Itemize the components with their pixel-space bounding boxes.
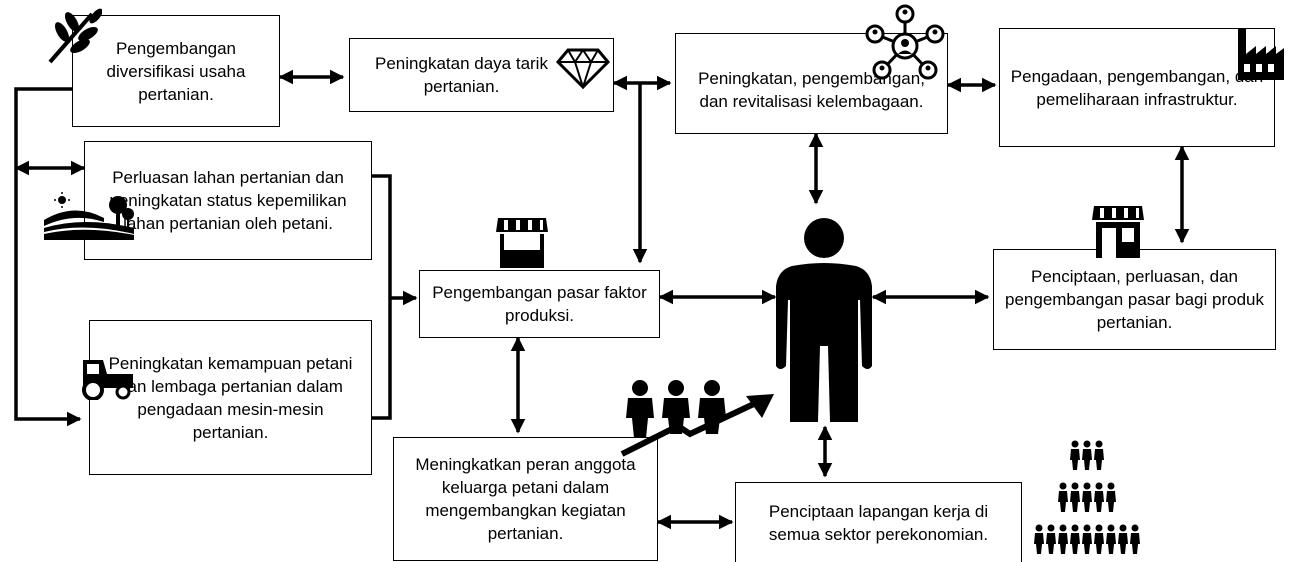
box-infrastruktur: Pengadaan, pengembangan, dan pemeliharaa… [999, 28, 1275, 147]
growth-people-icon [620, 380, 774, 457]
box-keluarga: Meningkatkan peran anggota keluarga peta… [393, 437, 658, 561]
box-lapangan-kerja: Penciptaan lapangan kerja di semua sekto… [735, 482, 1022, 562]
box-pasar-produk-label: Penciptaan, perluasan, dan pengembangan … [1005, 267, 1264, 332]
box-diversifikasi-label: Pengembangan diversifikasi usaha pertani… [106, 38, 246, 104]
storefront-icon [1092, 206, 1144, 258]
diamond-icon [556, 48, 610, 89]
box-keluarga-label: Meningkatkan peran anggota keluarga peta… [415, 455, 636, 543]
box-lahan-label: Perluasan lahan pertanian dan peningkata… [109, 168, 347, 233]
box-mesin: Peningkatan kemampuan petani dan lembaga… [89, 320, 372, 475]
box-kelembagaan-label: Peningkatan, pengembangan, dan revitalis… [698, 68, 925, 111]
box-lapangan-kerja-label: Penciptaan lapangan kerja di semua sekto… [768, 501, 989, 544]
leaf-branch-icon [48, 8, 102, 64]
spine-to-mesin-arrow [14, 87, 82, 427]
market-stall-icon [496, 218, 548, 268]
crowd-pyramid-icon [1034, 440, 1140, 554]
box-daya-tarik-label: Peningkatan daya tarik pertanian. [375, 54, 548, 96]
factory-icon [1238, 28, 1284, 80]
box-infrastruktur-label: Pengadaan, pengembangan, dan pemeliharaa… [1010, 66, 1264, 109]
box-diversifikasi: Pengembangan diversifikasi usaha pertani… [72, 15, 280, 127]
box-pasar-produk: Penciptaan, perluasan, dan pengembangan … [993, 249, 1276, 350]
farmland-sun-icon [44, 192, 134, 240]
network-people-icon [865, 4, 945, 80]
tractor-icon [82, 360, 133, 400]
box-pasar-faktor-label: Pengembangan pasar faktor produksi. [432, 283, 647, 325]
box-pasar-faktor: Pengembangan pasar faktor produksi. [419, 270, 660, 338]
bracket-line [372, 174, 392, 420]
box-mesin-label: Peningkatan kemampuan petani dan lembaga… [108, 353, 353, 442]
box-lahan: Perluasan lahan pertanian dan peningkata… [84, 141, 372, 260]
farmer-person-icon [776, 218, 872, 422]
